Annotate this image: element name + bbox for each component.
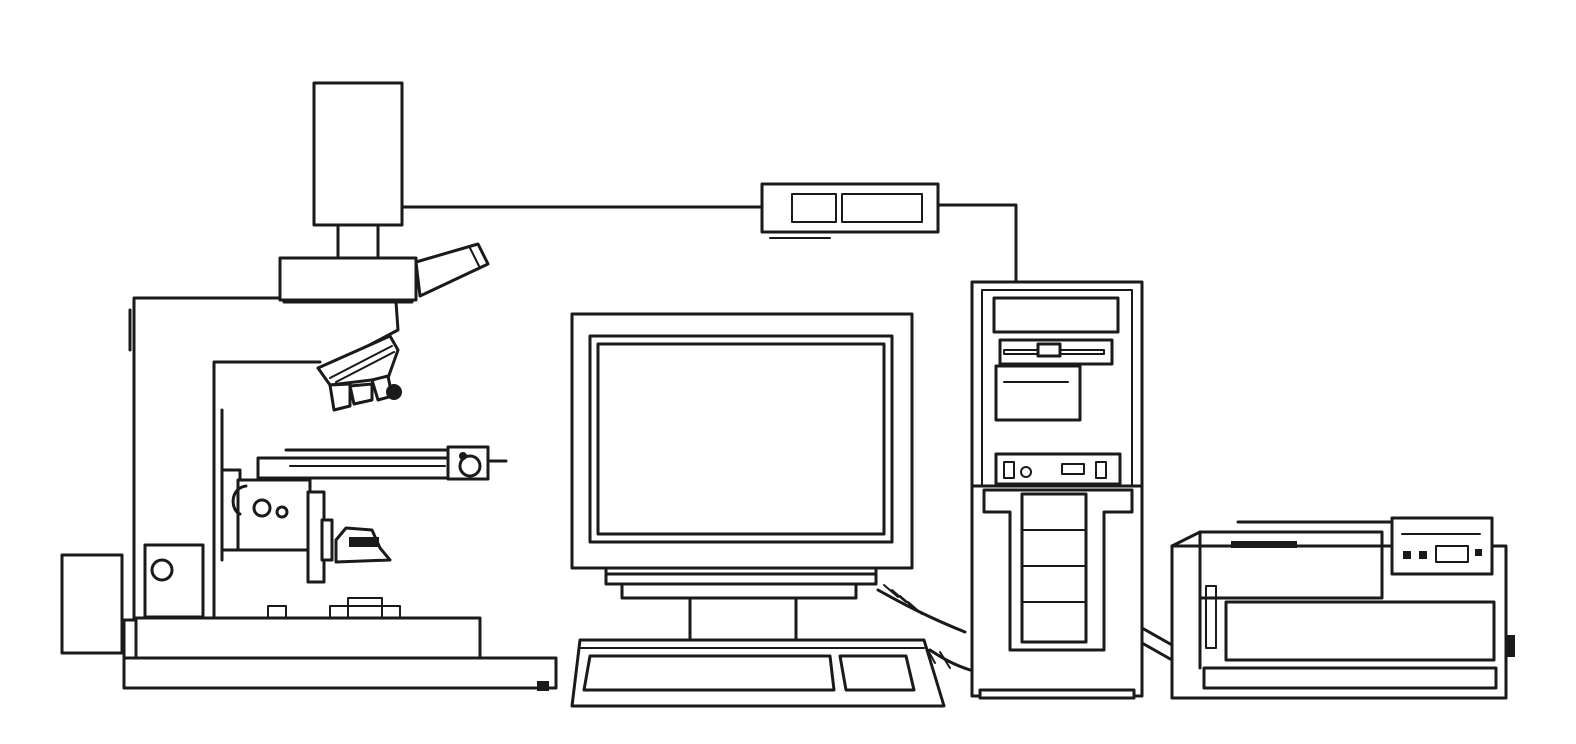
printer-output-slot [1202,666,1498,690]
specimen-stage [256,456,450,480]
monitor-stand [620,582,858,600]
cable-adapter-to-tower [936,203,1018,284]
camera-adapter-tube [336,223,380,260]
tower-control-panel [994,452,1122,486]
computer-tower [970,280,1144,700]
lamp-housing [143,543,205,619]
stage-control-knob [446,445,490,481]
power-button-icon [1003,461,1015,479]
cable-tower-to-printer [1140,626,1174,662]
inline-adapter-box [760,182,940,239]
monitor-screen [596,342,886,536]
floppy-drive [998,338,1114,366]
printer-paper-tray [1224,600,1496,662]
microscope-stage-base [134,616,482,660]
monitor [570,312,914,642]
drive-bay-3 [994,364,1082,422]
keyboard [570,638,946,708]
microscope-base [122,656,558,690]
printer-display [1435,545,1469,563]
light-source-box [60,553,124,655]
reset-button-icon [1020,466,1032,478]
microscope-head [278,256,418,302]
printer-top-panel [1198,530,1384,600]
printer-control-panel [1390,516,1494,576]
keyboard-main-keys [582,654,836,692]
condenser-housing [236,478,312,552]
eyepiece [414,242,490,298]
monitor-bezel [570,312,914,570]
keyboard-numpad [838,654,916,692]
printer [1170,516,1515,700]
lamp-knob-icon [150,558,174,582]
drive-bay-top [992,296,1120,334]
camera-body [312,81,404,227]
microscope [122,81,558,691]
